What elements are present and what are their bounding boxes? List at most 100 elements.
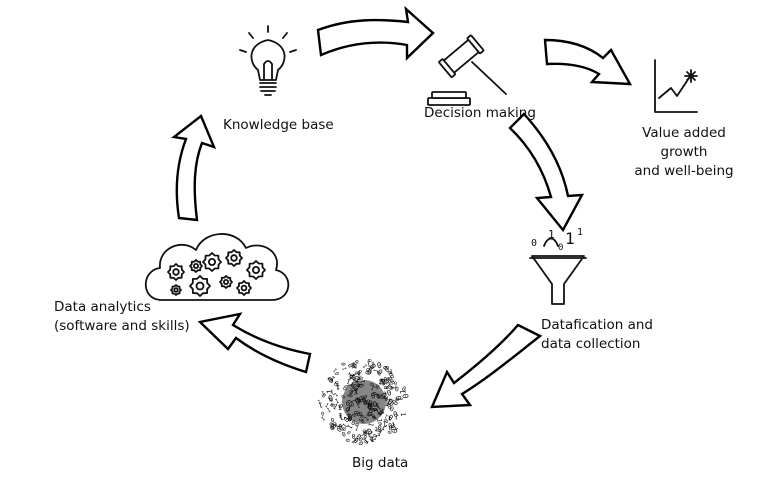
binary-glyph: 0 — [371, 433, 378, 438]
binary-glyph: 1 — [366, 359, 371, 367]
binary-glyph: 1 — [336, 425, 344, 429]
datafication-label: Datafication and data collection — [541, 316, 653, 354]
binary-glyph: 0 — [371, 360, 375, 367]
binary-glyph: 0 — [372, 399, 379, 409]
value-added-line-1: Value added — [642, 125, 726, 141]
binary-glyph: 0 — [362, 431, 366, 437]
binary-glyph: 0 — [389, 404, 395, 412]
binary-glyph: 0 — [376, 392, 380, 398]
binary-glyph: 0 — [369, 436, 374, 443]
binary-glyph: 0 — [348, 374, 357, 379]
binary-glyph: 1 — [332, 367, 339, 373]
binary-glyph: 1 — [354, 387, 359, 396]
binary-glyph: 1 — [327, 397, 333, 404]
binary-glyph: 0 — [330, 423, 335, 432]
binary-glyph: 1 — [358, 433, 364, 437]
binary-glyph: 0 — [377, 423, 382, 431]
binary-glyph: 1 — [337, 403, 342, 412]
binary-glyph: 1 — [349, 388, 358, 394]
binary-glyph: 0 — [368, 363, 378, 370]
binary-glyph: 1 — [335, 383, 341, 391]
binary-ball-core — [342, 380, 386, 424]
arrow-decision-to-datafication — [508, 112, 585, 233]
binary-glyph: 1 — [385, 396, 394, 406]
arrow-analytics-to-knowledge — [171, 114, 217, 222]
binary-glyph: 0 — [389, 428, 398, 434]
binary-glyph: 0 — [364, 410, 374, 418]
binary-glyph: 1 — [354, 399, 362, 406]
value-added-line-2: growth — [660, 144, 708, 160]
binary-glyph: 0 — [351, 432, 356, 440]
binary-glyph: 1 — [341, 422, 349, 430]
binary-glyph: 0 — [347, 413, 354, 418]
binary-glyph: 0 — [393, 379, 397, 386]
binary-glyph: 0 — [364, 368, 370, 372]
binary-glyph: 0 — [379, 408, 383, 414]
binary-glyph: 0 — [376, 367, 385, 377]
data-analytics-label: Data analytics (software and skills) — [54, 298, 190, 336]
gear-hub — [192, 262, 199, 269]
binary-glyph: 1 — [376, 430, 383, 437]
binary-glyph: 0 — [350, 400, 354, 406]
binary-glyph: 0 — [392, 409, 399, 419]
datafication-line-2: data collection — [541, 336, 641, 352]
binary-glyph: 1 — [335, 383, 340, 390]
binary-glyph: 0 — [363, 433, 368, 440]
arrow-datafication-to-bigdata — [430, 323, 543, 409]
binary-glyph: 0 — [389, 399, 396, 407]
gear-hub — [172, 268, 180, 276]
value-added-label: Value added growth and well-being — [626, 124, 742, 181]
binary-glyph: 1 — [389, 369, 393, 375]
binary-glyph: 1 — [369, 386, 375, 393]
gear-icon — [170, 284, 182, 296]
arrow-bigdata-to-analytics — [197, 312, 312, 374]
binary-glyph: 0 — [352, 358, 360, 367]
binary-glyph: 0 — [347, 417, 353, 424]
binary-glyph: 0 — [350, 413, 357, 417]
binary-glyph: 0 — [343, 438, 350, 442]
binary-glyph: 1 — [331, 422, 338, 427]
binary-glyph: 1 — [367, 401, 373, 405]
binary-glyph: 0 — [346, 362, 356, 369]
binary-glyph: 0 — [329, 404, 335, 407]
binary-glyph: 0 — [333, 421, 340, 428]
binary-glyph: 1 — [348, 415, 353, 422]
binary-glyph: 1 — [366, 402, 374, 409]
binary-glyph: 0 — [349, 390, 356, 395]
binary-glyph: 1 — [366, 422, 374, 428]
binary-glyph: 0 — [357, 394, 366, 402]
gear-icon — [219, 275, 233, 289]
gear-icon — [189, 259, 203, 273]
binary-glyph: 1 — [349, 384, 359, 394]
gear-icon — [202, 252, 222, 272]
binary-glyph: 0 — [344, 397, 353, 407]
binary-glyph: 0 — [394, 384, 400, 392]
binary-glyph: 1 — [398, 389, 407, 394]
binary-glyph: 1 — [353, 389, 358, 396]
binary-glyph: 1 — [377, 376, 385, 386]
binary-glyph: 0 — [353, 371, 359, 375]
binary-glyph: 1 — [318, 400, 324, 409]
binary-glyph: 0 — [387, 376, 394, 380]
binary-glyph: 0 — [382, 386, 388, 390]
binary-glyph: 0 — [370, 391, 376, 401]
binary-glyph: 0 — [327, 396, 334, 403]
binary-glyph: 0 — [364, 370, 373, 375]
bit-4: 1 — [577, 227, 583, 238]
binary-glyph: 1 — [378, 410, 386, 417]
binary-glyph: 1 — [366, 432, 373, 439]
binary-glyph: 1 — [320, 389, 325, 396]
binary-glyph: 0 — [366, 427, 374, 437]
gear-icon — [167, 263, 185, 281]
binary-glyph: 1 — [347, 416, 353, 423]
binary-glyph: 0 — [376, 428, 383, 434]
binary-glyph: 1 — [368, 406, 378, 413]
binary-glyph: 1 — [372, 413, 378, 420]
binary-glyph: 1 — [329, 374, 336, 383]
binary-glyph: 0 — [363, 398, 369, 406]
datafication-line-1: Datafication and — [541, 317, 653, 333]
binary-glyph: 1 — [325, 375, 335, 383]
binary-glyph: 1 — [396, 397, 402, 401]
binary-glyph: 1 — [362, 398, 369, 404]
